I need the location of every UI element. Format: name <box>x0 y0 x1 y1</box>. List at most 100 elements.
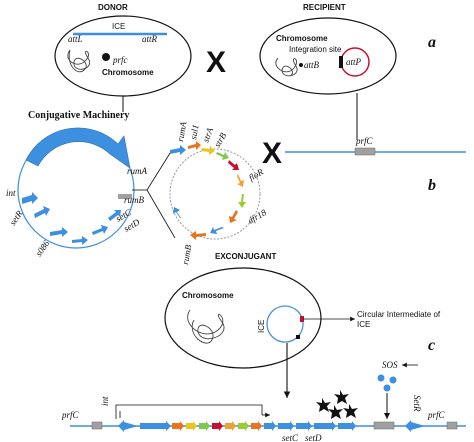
lower-gene-arrow-2 <box>92 225 108 235</box>
cassette-gene-blue-2 <box>173 207 181 218</box>
star-1 <box>316 398 331 412</box>
gene-setr-linear: SetR <box>412 395 422 412</box>
attp-marker <box>339 56 343 68</box>
prfc-label: prfc <box>112 55 128 65</box>
star-3 <box>328 405 343 419</box>
cross-middle: X <box>262 137 282 170</box>
sos-label: SOS <box>382 360 398 370</box>
prfc-dot <box>102 53 110 61</box>
linear-gene-green <box>199 421 210 431</box>
prfc-right-label: prfC <box>427 410 446 420</box>
gene-setc-linear: setC <box>282 433 299 442</box>
donor-chromosome-label: Chromosome <box>102 68 154 77</box>
cassette-circle <box>169 148 261 240</box>
exconjugant-title: EXCONJUGANT <box>215 252 276 261</box>
recipient-cell <box>259 17 397 95</box>
lower-gene-arrow-3 <box>108 210 121 221</box>
gene-int-linear: int <box>100 396 110 406</box>
regulation-bracket <box>115 404 263 419</box>
linear-genes <box>118 420 425 432</box>
s086-gene-arrow <box>50 227 68 237</box>
linear-gene-yellow <box>186 421 197 431</box>
sos-dot-1 <box>377 374 385 382</box>
cassette-gene-red <box>228 160 239 170</box>
gene-ruma-cassette: rumA <box>175 120 188 142</box>
cassette-flor-arrow <box>237 174 244 187</box>
linear-gene-orange-1 <box>172 421 184 431</box>
prfc-left-label: prfC <box>61 410 80 420</box>
gene-strb: strB <box>212 131 228 149</box>
linear-setc-arrow <box>278 421 294 431</box>
linear-gene-lime <box>238 421 249 431</box>
cassette-gene-blue-1 <box>210 227 224 234</box>
gene-rumb-cassette: rumB <box>180 243 193 265</box>
gene-rumb: rumB <box>124 195 145 205</box>
conjugative-machinery-label: Conjugative Machinery <box>28 110 129 121</box>
zoom-line-top <box>146 149 173 191</box>
gene-setd-linear: setD <box>305 433 322 442</box>
stress-stars <box>316 390 358 419</box>
panel-b-label: b <box>428 177 436 194</box>
gene-int: int <box>6 188 16 198</box>
gene-dfr18: dfr18 <box>246 207 268 226</box>
ice-circle-label: ICE <box>257 320 266 333</box>
prfc-right-box <box>446 421 458 430</box>
linear-gene-blue-3 <box>338 421 356 431</box>
ice-label: ICE <box>112 22 125 31</box>
linear-gene-red <box>212 421 223 431</box>
cassette-rumb-arrow <box>190 231 206 240</box>
cassette-sul1-arrow <box>188 141 201 150</box>
donor-chromosome-tangle <box>67 49 91 73</box>
circular-intermediate-label-line1: Circular Intermediate of <box>357 310 441 319</box>
linear-setr-arrow <box>405 420 425 432</box>
int-gene-arrow <box>22 192 38 204</box>
recipient-chromosome-tangle <box>275 57 298 77</box>
linear-gene-blue-2 <box>314 421 336 431</box>
panel-c-label: c <box>428 337 435 354</box>
cassette-genes <box>170 141 246 240</box>
recipient-chromosome-label: Chromosome <box>276 34 328 43</box>
sos-dots <box>377 374 397 392</box>
attb-dot <box>299 63 303 67</box>
cassette-stra-arrow <box>201 146 215 155</box>
prfc-top-label: prfC <box>355 136 374 146</box>
circle-marker-black <box>296 335 300 339</box>
attb-label: attB <box>304 60 320 70</box>
cross-top: X <box>206 46 226 79</box>
exconjugant-chromosome-tangle <box>187 309 225 344</box>
prfc-left-box <box>91 421 103 430</box>
prfc-gene-box <box>354 147 376 156</box>
conjugative-machinery-arrow <box>25 127 131 169</box>
star-2 <box>334 390 349 404</box>
cassette-dfr18-arrow <box>229 210 238 223</box>
gene-sul1: sul1 <box>188 124 200 141</box>
linear-gene-blue-1 <box>264 421 276 431</box>
circle-marker-red <box>300 316 304 322</box>
sos-dot-3 <box>383 384 391 392</box>
exconjugant-chromosome-label: Chromosome <box>182 291 234 300</box>
attl-label: attL <box>68 34 83 44</box>
panel-a-label: a <box>428 34 436 51</box>
zoom-line-bottom <box>146 189 176 239</box>
sos-dot-2 <box>389 376 397 384</box>
lower-gene-arrow-1 <box>72 236 88 245</box>
linear-int-arrow <box>118 420 138 432</box>
cassette-strb-arrow <box>216 152 229 160</box>
exconjugant-cell <box>164 267 322 369</box>
gene-ruma: rumA <box>127 166 148 176</box>
linear-grey-box <box>373 421 395 430</box>
attp-label: attP <box>346 57 362 67</box>
linear-setd-arrow <box>296 421 312 431</box>
recipient-title: RECIPIENT <box>303 3 346 12</box>
star-4 <box>343 404 358 418</box>
donor-title: DONOR <box>98 3 128 12</box>
gene-stra: strA <box>200 126 215 144</box>
rumb-box <box>118 194 132 199</box>
linear-machinery-arrow <box>140 421 171 431</box>
setr-gene-arrow <box>34 206 50 218</box>
circular-intermediate-label-line2: ICE <box>357 320 370 329</box>
linear-gene-amber <box>225 421 236 431</box>
linear-gene-orange-2 <box>251 421 262 431</box>
cassette-gene-green <box>238 194 246 208</box>
